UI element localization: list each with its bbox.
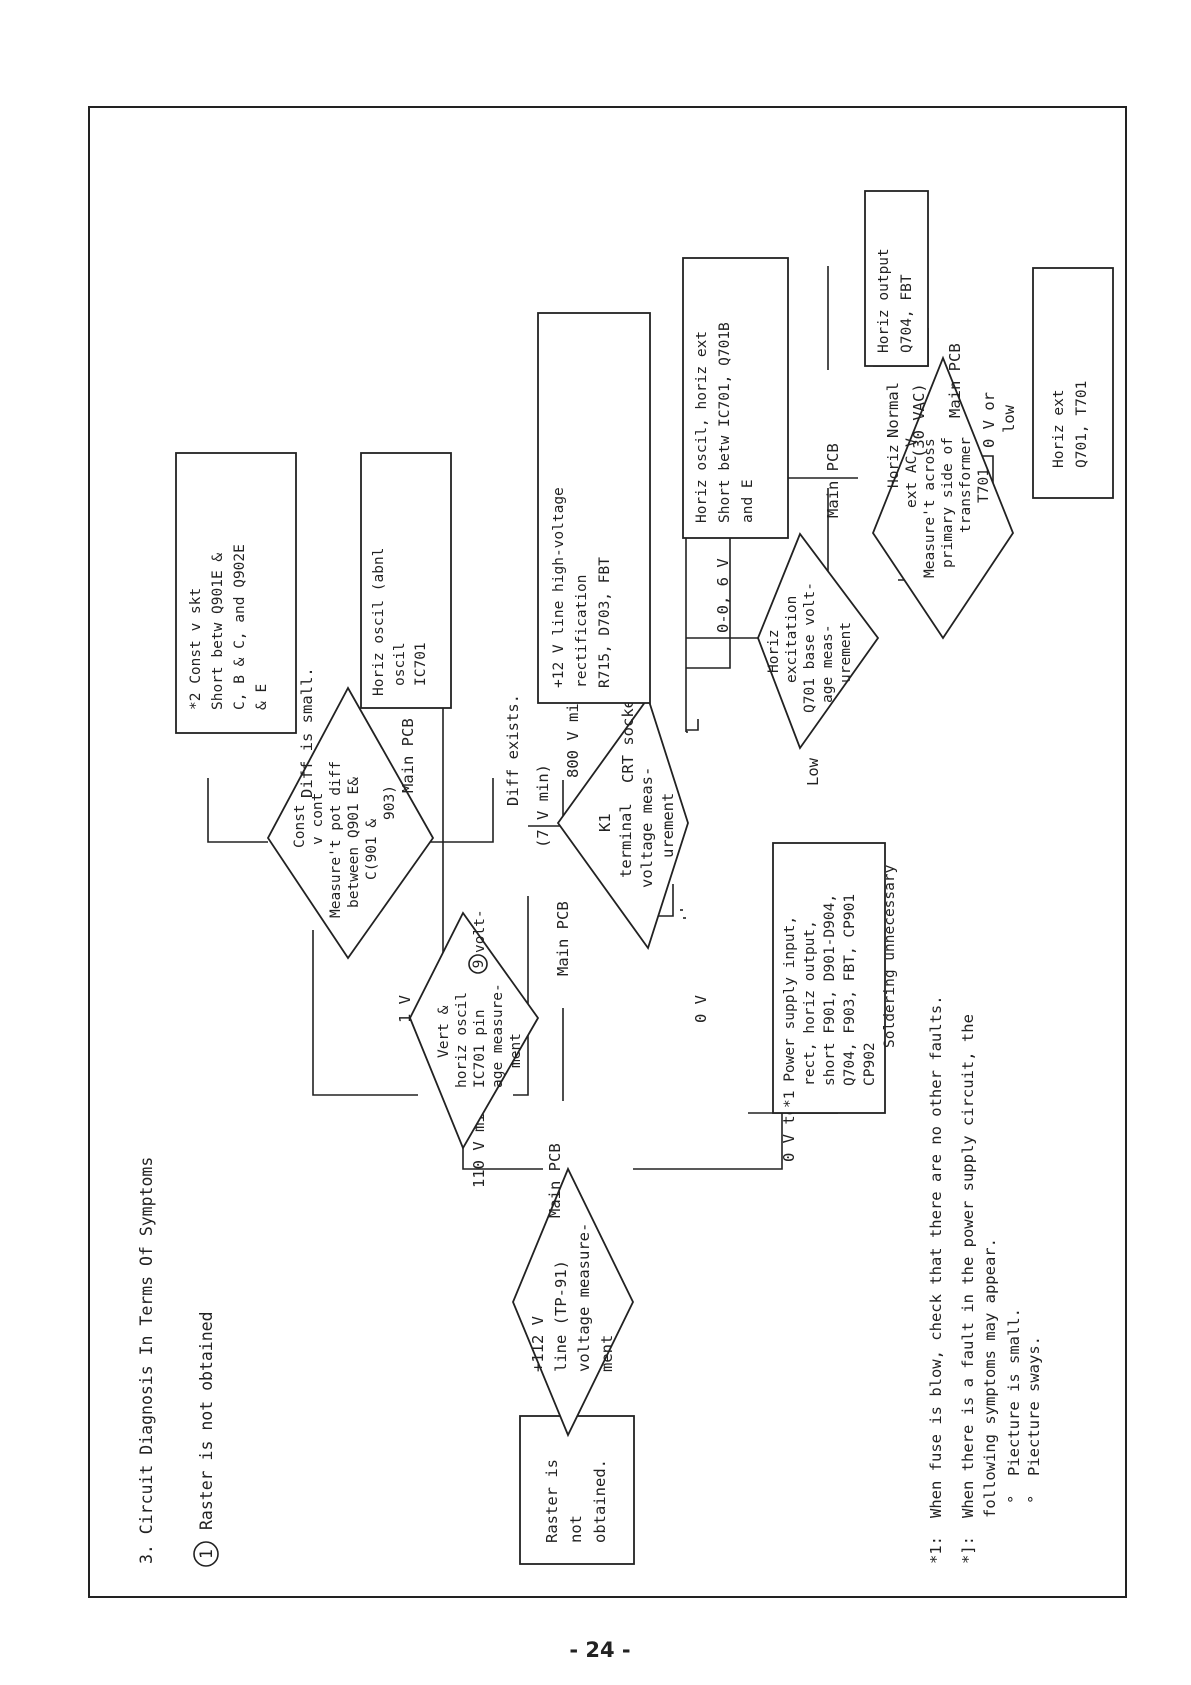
result-horiz-output bbox=[864, 190, 929, 367]
result-power-supply-text: *1 Power supply input, rect, horiz outpu… bbox=[782, 885, 878, 1108]
decision-t701-primary bbox=[871, 355, 1015, 640]
decision-t701-text: Horiz ext AC V Measure't across primary … bbox=[886, 428, 992, 578]
decision-vert-horiz-oscil bbox=[409, 911, 540, 1151]
rotated-flowchart: 3. Circuit Diagnosis In Terms Of Symptom… bbox=[88, 106, 1127, 1598]
result-const-v-skt-text: *2 Const v skt Short betw Q901E & C, B &… bbox=[188, 535, 270, 710]
label-0-6v: 0-0, 6 V bbox=[714, 558, 732, 633]
main-pcb-label-1: Main PCB bbox=[546, 1143, 564, 1218]
decision-vert-horiz-text: Vert & horiz oscil IC701 pin age measure… bbox=[436, 975, 524, 1089]
footnote-2-text: When there is a fault in the power suppl… bbox=[959, 1005, 999, 1518]
footnote-1-mark: *1: bbox=[927, 1536, 945, 1564]
result-hv-line-text: +12 V line high-voltage rectification R7… bbox=[551, 478, 613, 688]
result-const-v-skt bbox=[175, 452, 297, 734]
bullet-2-text: Piecture sways. bbox=[1025, 1336, 1043, 1476]
start-box-text: Raster is not obtained. bbox=[543, 1450, 609, 1543]
symptom-title: Raster is not obtained bbox=[197, 1311, 216, 1530]
pin-number: 9 bbox=[471, 960, 487, 969]
main-pcb-label-2: Main PCB bbox=[554, 901, 572, 976]
pin-number-circle bbox=[468, 954, 488, 974]
decision-const-v-text: Const v cont Measure't pot diff between … bbox=[292, 752, 398, 918]
soldering-note: Soldering unnecessary bbox=[882, 864, 898, 1048]
result-horiz-oscil-abnl bbox=[360, 452, 452, 709]
main-pcb-label-3: Main PCB bbox=[399, 718, 417, 793]
result-horiz-ext bbox=[1032, 267, 1114, 499]
diagram-frame bbox=[88, 106, 1127, 1598]
decision-112v-text: +112 V line (TP-91) voltage measure- men… bbox=[529, 1213, 616, 1372]
main-pcb-label-5: Main PCB bbox=[946, 343, 964, 418]
volt-suffix: volt- bbox=[472, 909, 488, 953]
main-pcb-label-4: Main PCB bbox=[824, 443, 842, 518]
label-normal: Normal bbox=[884, 382, 902, 438]
label-30vac: (30 VAC) bbox=[910, 383, 928, 458]
decision-q701-base bbox=[757, 532, 880, 750]
bullet-1-dot: ° bbox=[1005, 1495, 1023, 1504]
label-0v: 0 V bbox=[692, 995, 710, 1023]
label-0v-or-low: 0 V or low bbox=[980, 383, 1018, 448]
label-7v-min: (7 V min) bbox=[534, 764, 552, 848]
result-horiz-output-text: Horiz output Q704, FBT bbox=[876, 240, 915, 354]
flowchart-svg: 3. Circuit Diagnosis In Terms Of Symptom… bbox=[137, 190, 1114, 1567]
label-1v: 1 V bbox=[396, 995, 414, 1023]
label-diff-exists: Diff exists. bbox=[504, 694, 522, 806]
result-horiz-short-text: Horiz oscil, horiz ext Short betw IC701,… bbox=[694, 313, 756, 523]
footnote-1-text: When fuse is blow, check that there are … bbox=[927, 995, 945, 1518]
result-power-supply bbox=[772, 842, 886, 1114]
result-hv-line bbox=[537, 312, 651, 704]
bullet-1-text: Piecture is small. bbox=[1005, 1308, 1023, 1476]
decision-const-v-cont bbox=[266, 686, 435, 960]
label-diff-small: Diff is small. bbox=[298, 667, 316, 798]
section-title: 3. Circuit Diagnosis In Terms Of Symptom… bbox=[137, 1157, 156, 1564]
decision-q701-text: Horiz excitation Q701 base volt- age mea… bbox=[766, 573, 854, 713]
footnote-2-mark: *]: bbox=[959, 1536, 977, 1564]
result-horiz-ext-text: Horiz ext Q701, T701 bbox=[1051, 381, 1090, 468]
decision-112v-line bbox=[512, 1166, 635, 1438]
symptom-number-circle bbox=[193, 1541, 219, 1567]
label-low: Low bbox=[804, 757, 822, 786]
page-number: - 24 - bbox=[569, 1638, 631, 1662]
result-horiz-short bbox=[682, 257, 789, 539]
decision-k1-text: K1 terminal voltage meas- urement bbox=[596, 757, 677, 888]
bullet-2-dot: ° bbox=[1025, 1495, 1043, 1504]
symptom-number: 1 bbox=[197, 1549, 216, 1559]
result-horiz-oscil-abnl-text: Horiz oscil (abnl oscil IC701 bbox=[371, 539, 429, 696]
label-800v-min: 800 V min bbox=[564, 694, 582, 778]
